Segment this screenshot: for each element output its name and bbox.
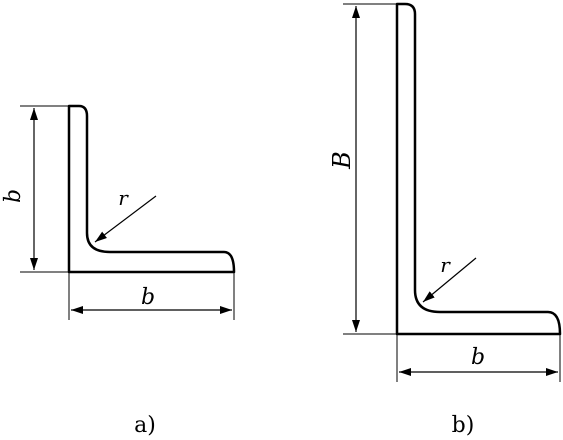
figure-a-width-label: b [141,285,155,310]
figure-b-width-label: b [471,345,485,370]
figure-b-radius-label: r [440,253,451,277]
figure-a: b b r a) [1,104,236,438]
figure-a-radius-leader [94,195,157,243]
figure-b-caption: b) [452,413,475,438]
figure-a-angle-profile [67,104,236,274]
figure-b: B b r b) [328,2,562,438]
figure-a-caption: a) [134,413,156,438]
figure-a-height-label: b [1,189,26,203]
figure-b-radius-leader [422,257,477,303]
figure-b-angle-profile [395,2,562,336]
figure-a-radius-label: r [118,186,129,210]
figure-b-height-label: B [328,151,356,170]
